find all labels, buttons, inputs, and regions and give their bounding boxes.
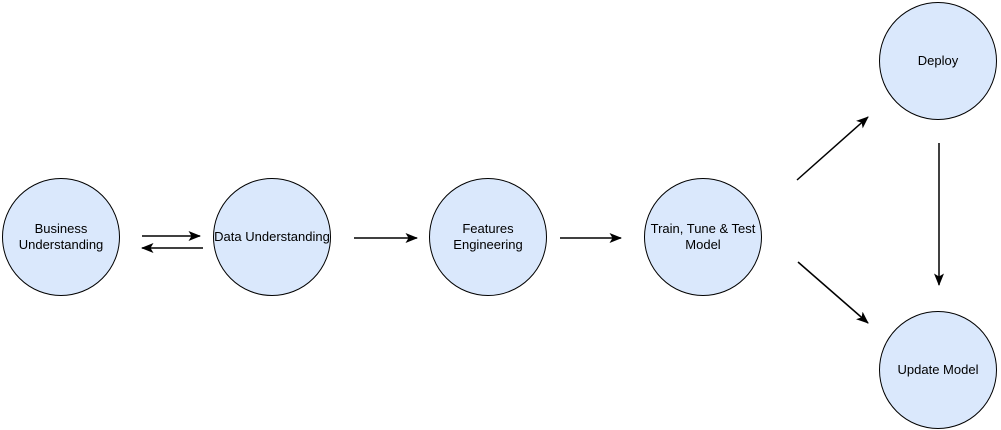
node-data-understanding: Data Understanding [213, 178, 331, 296]
node-update-model: Update Model [879, 311, 997, 429]
node-deploy: Deploy [879, 2, 997, 120]
edge-train-to-update [797, 261, 869, 324]
node-train-tune-test-model: Train, Tune & Test Model [644, 178, 762, 296]
node-label: Train, Tune & Test Model [650, 220, 756, 252]
node-label: Data Understanding [214, 228, 330, 244]
edge-train-to-deploy [796, 116, 869, 181]
node-features-engineering: Features Engineering [429, 178, 547, 296]
node-business-understanding: Business Understanding [2, 178, 120, 296]
node-label: Deploy [917, 52, 959, 68]
node-label: Business Understanding [18, 220, 104, 252]
node-label: Update Model [897, 361, 979, 377]
node-label: Features Engineering [453, 220, 523, 252]
